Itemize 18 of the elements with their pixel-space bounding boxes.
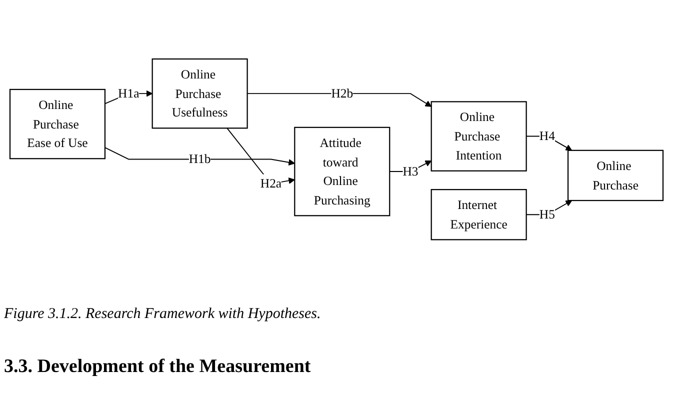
node-box: Online Purchase Intention bbox=[430, 100, 527, 172]
arrow bbox=[246, 92, 432, 107]
edge-label: H2b bbox=[331, 86, 354, 100]
node-box: Online Purchase Usefulness bbox=[152, 58, 248, 128]
section-heading: 3.3. Development of the Measurement bbox=[4, 356, 311, 378]
node-box: Online Purchase Ease of Use bbox=[9, 88, 106, 159]
edge-label: H1a bbox=[118, 86, 140, 100]
edge-label: H4 bbox=[539, 128, 555, 143]
edge-label: H1b bbox=[188, 152, 211, 166]
arrow bbox=[104, 146, 295, 166]
node-box: Attitude toward Online Purchasing bbox=[294, 126, 390, 216]
edge-label: H2a bbox=[260, 176, 282, 190]
edge-label: H3 bbox=[402, 164, 418, 178]
arrow bbox=[226, 127, 295, 184]
node-box: Online Purchase bbox=[567, 150, 664, 201]
edge-label: H5 bbox=[539, 207, 555, 222]
figure-caption: Figure 3.1.2. Research Framework with Hypotheses. bbox=[4, 306, 321, 323]
node-box: Internet Experience bbox=[430, 188, 527, 240]
